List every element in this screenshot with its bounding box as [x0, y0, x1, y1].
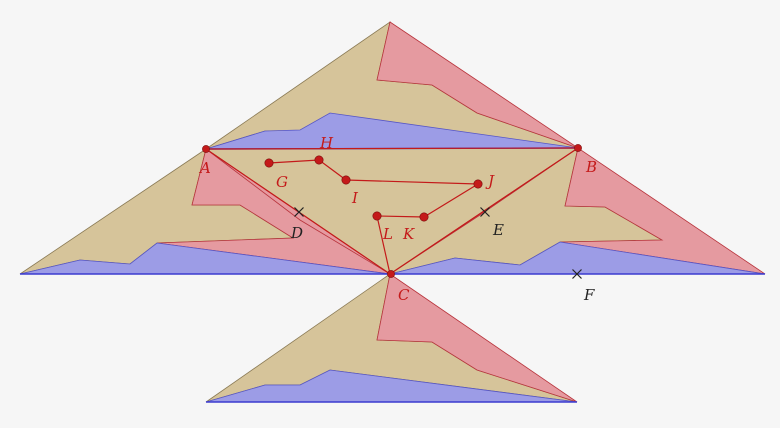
dot-c	[387, 270, 395, 278]
edges	[20, 147, 765, 403]
point-d: D	[290, 207, 304, 242]
point-h: H	[314, 134, 334, 165]
label-e: E	[492, 221, 504, 239]
label-f: F	[583, 286, 595, 304]
point-e: E	[480, 207, 504, 239]
label-l: L	[382, 225, 393, 243]
label-c: C	[398, 286, 410, 304]
cross-mark-d-1	[294, 207, 304, 217]
point-k: K	[402, 212, 429, 243]
label-d: D	[290, 224, 303, 242]
left-triangle	[19, 148, 391, 275]
point-j: J	[473, 172, 495, 190]
top-pink-region	[376, 21, 579, 149]
point-l: L	[372, 211, 393, 243]
point-f: F	[572, 269, 595, 304]
label-b: B	[585, 158, 597, 176]
label-j: J	[485, 172, 495, 190]
dot-l	[372, 211, 382, 221]
bottom-pink-region	[376, 273, 578, 403]
point-b: B	[574, 144, 597, 176]
point-c: C	[387, 270, 410, 304]
point-g: G	[264, 158, 288, 191]
top-triangle	[205, 21, 579, 150]
point-a: A	[198, 145, 211, 177]
bottom-triangle	[205, 273, 578, 403]
dot-j	[473, 179, 483, 189]
edge-c-pink-top	[205, 147, 579, 150]
dot-b	[574, 144, 582, 152]
path-g-h-i	[268, 159, 479, 185]
label-a: A	[198, 159, 211, 177]
dot-h	[314, 155, 324, 165]
dot-k	[419, 212, 429, 222]
label-h: H	[319, 134, 334, 152]
label-k: K	[402, 225, 415, 243]
points-layer: A B C G H I J KL D E F	[198, 134, 597, 304]
dot-a	[202, 145, 210, 153]
right-triangle	[389, 147, 766, 275]
label-g: G	[276, 173, 288, 191]
inner-path	[268, 159, 479, 275]
point-i: I	[341, 175, 359, 207]
label-i: I	[351, 189, 359, 207]
cross-mark-e-1	[480, 207, 490, 217]
path-j-k-l	[376, 183, 479, 275]
cross-mark-f-1	[572, 269, 582, 279]
dot-i	[341, 175, 351, 185]
dot-g	[264, 158, 274, 168]
